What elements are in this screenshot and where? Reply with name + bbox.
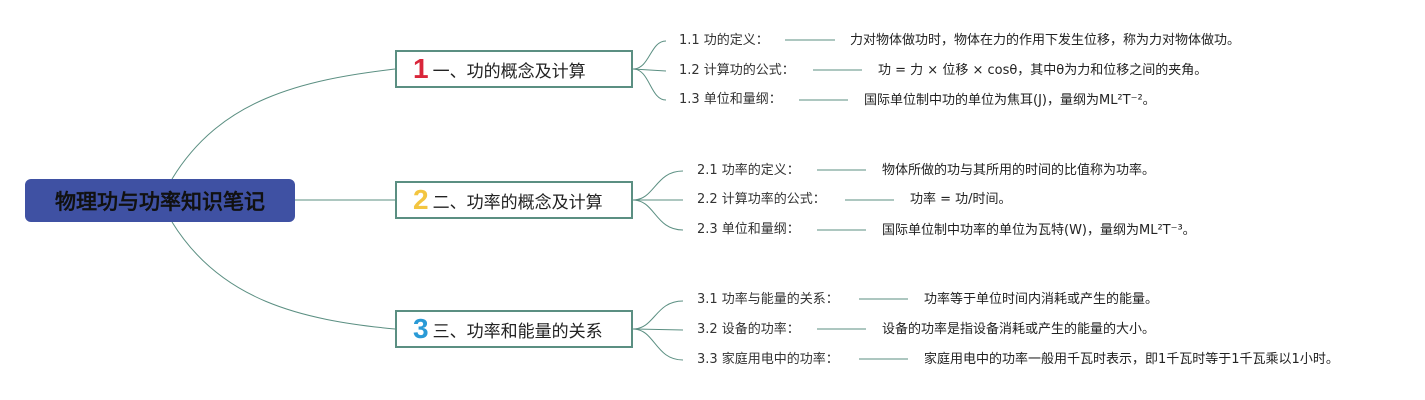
description-1-3: 国际单位制中功的单位为焦耳(J)，量纲为ML²T⁻²。 (864, 93, 1156, 108)
description-1-2: 功 = 力 × 位移 × cosθ，其中θ为力和位移之间的夹角。 (878, 63, 1208, 78)
description-3-3: 家庭用电中的功率一般用千瓦时表示，即1千瓦时等于1千瓦乘以1小时。 (924, 352, 1339, 367)
root-node[interactable]: 物理功与功率知识笔记 (25, 179, 295, 222)
connector-b3-item-3 (632, 328, 684, 361)
description-2-3: 国际单位制中功率的单位为瓦特(W)，量纲为ML²T⁻³。 (882, 223, 1196, 238)
branch-node-3[interactable]: 3 三、功率和能量的关系 (395, 310, 633, 348)
description-1-1: 力对物体做功时，物体在力的作用下发生位移，称为力对物体做功。 (850, 33, 1241, 48)
branch-node-2[interactable]: 2 二、功率的概念及计算 (395, 181, 633, 219)
number-2-icon: 2 (413, 184, 429, 215)
description-3-1: 功率等于单位时间内消耗或产生的能量。 (924, 292, 1159, 307)
connector-b3-item-1 (632, 300, 684, 330)
connector-b1-item-1 (632, 40, 667, 70)
connector-root-branch-3 (171, 221, 396, 330)
subtopic-2-1[interactable]: 2.1 功率的定义： (697, 163, 800, 178)
description-3-2: 设备的功率是指设备消耗或产生的能量的大小。 (882, 322, 1156, 337)
number-1-icon: 1 (413, 53, 429, 84)
subtopic-3-1[interactable]: 3.1 功率与能量的关系： (697, 292, 839, 307)
subtopic-1-1[interactable]: 1.1 功的定义： (679, 33, 769, 48)
description-2-2: 功率 = 功/时间。 (910, 192, 1012, 207)
connector-b3-item-2 (632, 328, 684, 331)
branch-node-1[interactable]: 1 一、功的概念及计算 (395, 50, 633, 88)
subtopic-1-3[interactable]: 1.3 单位和量纲： (679, 92, 782, 107)
root-title: 物理功与功率知识笔记 (55, 189, 265, 214)
subtopic-3-2[interactable]: 3.2 设备的功率： (697, 322, 800, 337)
branch-title: 三、功率和能量的关系 (432, 321, 603, 342)
subtopic-2-2[interactable]: 2.2 计算功率的公式： (697, 192, 826, 207)
branch-title: 二、功率的概念及计算 (432, 192, 603, 213)
connector-b1-item-2 (632, 68, 667, 72)
subtopic-2-3[interactable]: 2.3 单位和量纲： (697, 222, 800, 237)
subtopic-3-3[interactable]: 3.3 家庭用电中的功率： (697, 352, 839, 367)
connector-b1-item-3 (632, 68, 667, 101)
connector-b2-item-1 (632, 170, 684, 201)
subtopic-1-2[interactable]: 1.2 计算功的公式： (679, 63, 795, 78)
connector-b2-item-3 (632, 199, 684, 231)
number-3-icon: 3 (413, 313, 429, 344)
description-2-1: 物体所做的功与其所用的时间的比值称为功率。 (882, 163, 1156, 178)
connector-root-branch-1 (171, 68, 396, 180)
branch-title: 一、功的概念及计算 (432, 61, 586, 82)
